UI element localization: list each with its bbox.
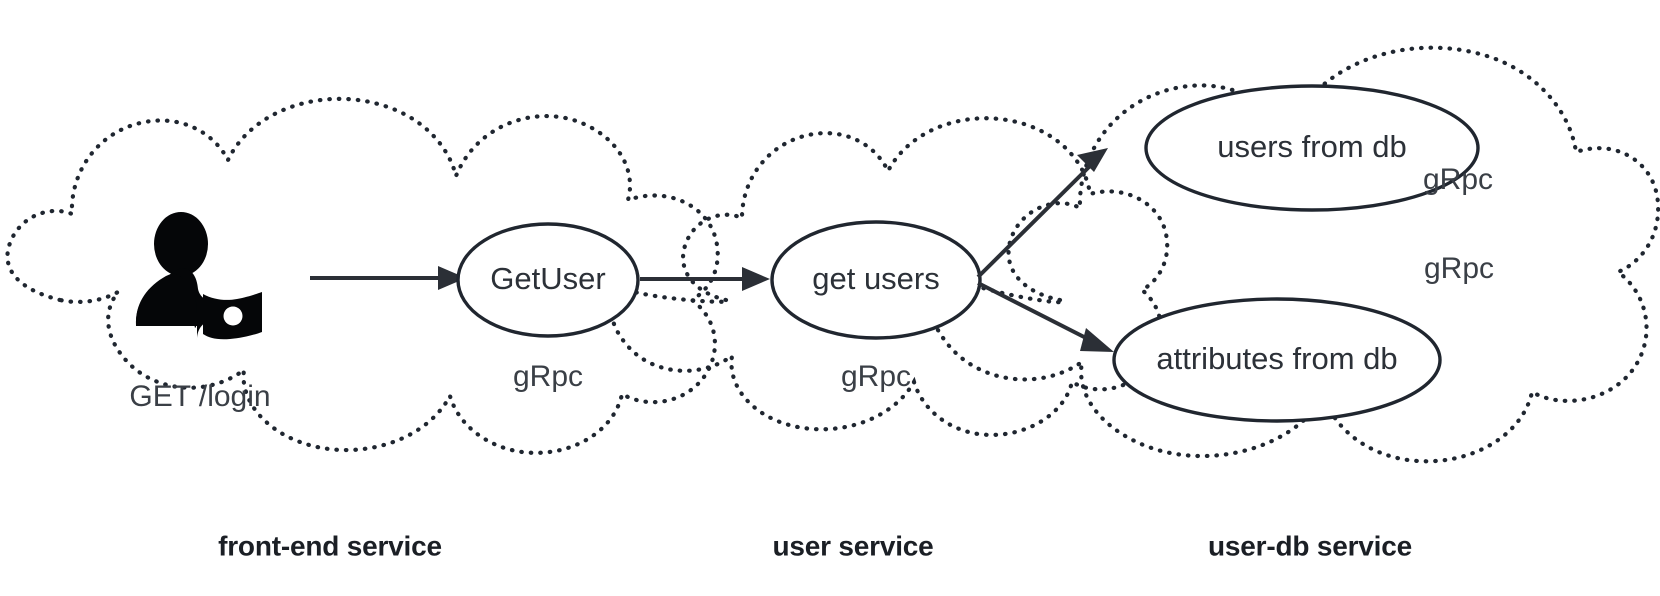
actor-user-badge [135,212,262,340]
edge-getusers-to-usersfromdb [976,148,1108,279]
node-get-users: get users [770,220,982,340]
edge-getuser-to-getusers [640,267,770,291]
grpc-label-db-top: gRpc [1423,163,1493,196]
caption-user-service: user service [772,530,933,561]
cloud-user-db-service [925,45,1660,464]
node-getuser: GetUser [456,222,640,338]
node-getuser-label: GetUser [490,261,605,296]
node-attributes-from-db: attributes from db [1112,297,1442,423]
cloud-front-end-service [5,96,720,455]
caption-front-end-service: front-end service [218,530,442,561]
node-get-users-label: get users [812,261,940,296]
badge-photo-hole [223,306,243,326]
grpc-label-db-bottom: gRpc [1424,252,1494,285]
edge-getusers-to-attributesfromdb [977,281,1114,352]
grpc-label-frontend: gRpc [513,360,583,393]
node-attributes-from-db-label: attributes from db [1156,341,1397,376]
grpc-label-user-service: gRpc [841,360,911,393]
caption-user-db-service: user-db service [1208,530,1412,561]
actor-request-label: GET /login [129,380,270,413]
user-badge-icon [154,212,208,276]
edge-actor-to-getuser [310,266,466,290]
node-users-from-db: users from db [1144,84,1480,212]
node-users-from-db-label: users from db [1217,129,1407,164]
